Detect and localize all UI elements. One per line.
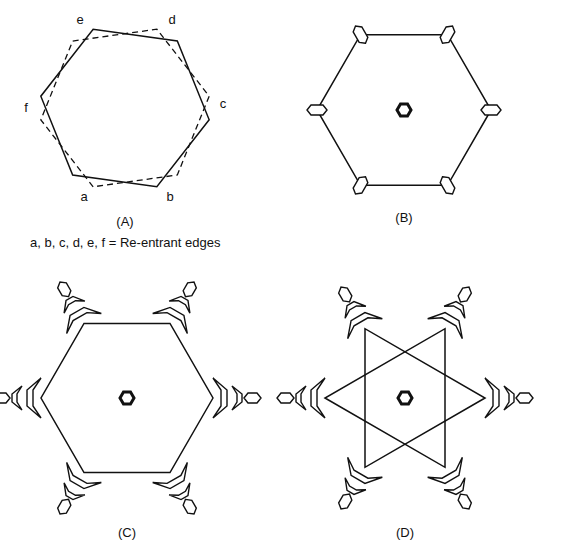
- panel-label: (B): [395, 211, 412, 225]
- edge-letter: f: [24, 101, 28, 115]
- panel-a: [31, 23, 220, 192]
- edge-letter: e: [76, 13, 83, 27]
- panel-label: (A): [116, 215, 133, 229]
- edge-letter: a: [80, 190, 87, 204]
- edge-letter: d: [168, 13, 175, 27]
- legend-note: a, b, c, d, e, f = Re-entrant edges: [30, 236, 220, 250]
- panel-d: [277, 277, 533, 519]
- panel-label: (C): [118, 526, 136, 540]
- edge-letter: b: [166, 190, 173, 204]
- edge-letter: c: [220, 97, 227, 111]
- panel-label: (D): [396, 526, 414, 540]
- panel-c: [0, 272, 261, 524]
- panel-b: [307, 23, 501, 196]
